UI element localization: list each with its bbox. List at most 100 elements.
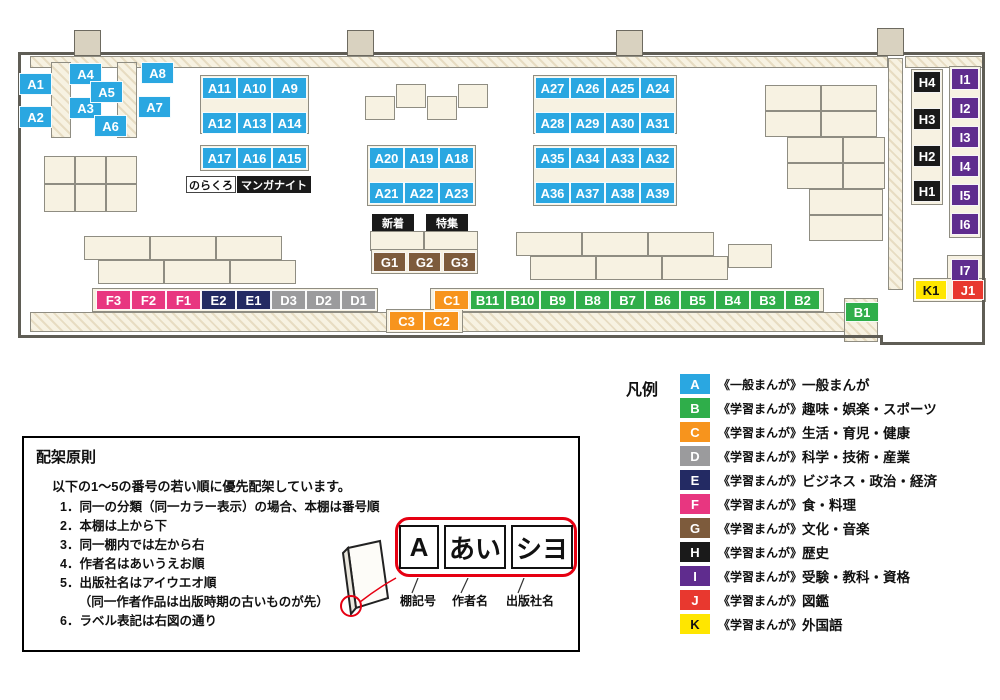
shelf-block	[596, 256, 662, 280]
shelf-label-c3: C3	[389, 311, 424, 331]
shelf-label-a4: A4	[69, 63, 102, 85]
shelf-block	[44, 156, 75, 184]
shelf-block	[787, 163, 843, 189]
principles-title: 配架原則	[36, 449, 97, 466]
shelf-block	[164, 260, 230, 284]
legend-category: 一般まんが	[802, 378, 870, 393]
wall-segment	[18, 52, 985, 55]
shelf-label-a5: A5	[90, 81, 123, 103]
shelf-label-d3: D3	[271, 290, 306, 310]
shelf-block	[787, 137, 843, 163]
shelf-block	[516, 232, 582, 256]
shelf-label-b10: B10	[505, 290, 540, 310]
legend-series: 《学習まんが》	[718, 401, 803, 416]
label-example-box: シヨ	[511, 525, 573, 569]
shelf-label-a15: A15	[272, 147, 307, 169]
legend-row: K《学習まんが》外国語	[680, 614, 937, 634]
shelf-block	[216, 236, 282, 260]
legend-row: C《学習まんが》生活・育児・健康	[680, 422, 937, 442]
shelf-block	[765, 111, 821, 137]
shelf-label-i3: I3	[951, 126, 979, 148]
wall-segment	[982, 52, 985, 345]
label-example-box: あい	[444, 525, 506, 569]
shelf-block	[530, 256, 596, 280]
principle-item: （同一作者作品は出版時期の古いものが先）	[60, 595, 329, 609]
shelf-label-i1: I1	[951, 68, 979, 90]
legend-letter-g: G	[680, 518, 710, 538]
shelf-label-c1: C1	[434, 290, 469, 310]
legend-series: 《学習まんが》	[718, 425, 803, 440]
shelf-label-b3: B3	[750, 290, 785, 310]
shelf-label-a24: A24	[640, 77, 675, 99]
shelf-label-a25: A25	[605, 77, 640, 99]
legend-category: 図鑑	[802, 594, 830, 609]
legend-series: 《学習まんが》	[718, 593, 803, 608]
shelf-label-h2: H2	[913, 145, 941, 167]
shelf-label-b6: B6	[645, 290, 680, 310]
shelf-block	[106, 184, 137, 212]
pillar	[74, 30, 101, 56]
wall-segment	[18, 52, 21, 338]
principle-item: 5．出版社名はアイウエオ順	[60, 576, 217, 590]
legend-category: 食・料理	[802, 498, 857, 513]
principle-item: 1．同一の分類（同一カラー表示）の場合、本棚は番号順	[60, 500, 380, 514]
shelf-block	[582, 232, 648, 256]
shelf-label-b11: B11	[470, 290, 505, 310]
shelf-block	[765, 85, 821, 111]
shelf-label-a13: A13	[237, 112, 272, 134]
shelf-block	[648, 232, 714, 256]
label-caption: 出版社名	[506, 594, 555, 608]
legend-row: I《学習まんが》受験・教科・資格	[680, 566, 937, 586]
shelf-label-a23: A23	[439, 182, 474, 204]
shelf-block	[458, 84, 488, 108]
shelf-label-a6: A6	[94, 115, 127, 137]
shelf-label-a1: A1	[19, 73, 52, 95]
legend-series: 《学習まんが》	[718, 545, 803, 560]
shelf-block	[662, 256, 728, 280]
legend-category: 科学・技術・産業	[802, 450, 911, 465]
shelf-label-f1: F1	[166, 290, 201, 310]
legend-row: A《一般まんが》一般まんが	[680, 374, 937, 394]
shelf-label-b4: B4	[715, 290, 750, 310]
label-example-box: A	[399, 525, 439, 569]
shelf-label-a20: A20	[369, 147, 404, 169]
shelf-label-a22: A22	[404, 182, 439, 204]
shelf-block	[427, 96, 457, 120]
shelf-label-i5: I5	[951, 184, 979, 206]
shelf-block	[396, 84, 426, 108]
legend-letter-f: F	[680, 494, 710, 514]
shelf-block	[230, 260, 296, 284]
legend-letter-k: K	[680, 614, 710, 634]
shelf-block	[809, 189, 883, 215]
shelf-block	[84, 236, 150, 260]
shelf-label-f2: F2	[131, 290, 166, 310]
legend-letter-a: A	[680, 374, 710, 394]
shelf-block	[728, 244, 772, 268]
map-text-label: 新着	[372, 214, 414, 231]
shelf-label-a11: A11	[202, 77, 237, 99]
shelf-label-a29: A29	[570, 112, 605, 134]
legend-letter-d: D	[680, 446, 710, 466]
legend-row: F《学習まんが》食・料理	[680, 494, 937, 514]
legend-series: 《学習まんが》	[718, 473, 803, 488]
map-text-label: のらくろ	[186, 176, 236, 193]
shelf-label-a7: A7	[138, 96, 171, 118]
legend-letter-c: C	[680, 422, 710, 442]
map-text-label: マンガナイト	[237, 176, 311, 193]
shelf-label-k1: K1	[915, 280, 947, 300]
wall-segment	[18, 335, 882, 338]
shelf-block	[75, 156, 106, 184]
legend-row: G《学習まんが》文化・音楽	[680, 518, 937, 538]
legend-series: 《学習まんが》	[718, 449, 803, 464]
legend-letter-i: I	[680, 566, 710, 586]
pillar	[877, 28, 904, 56]
shelf-label-c2: C2	[424, 311, 459, 331]
shelf-label-j1: J1	[952, 280, 984, 300]
shelf-block	[888, 58, 903, 290]
legend-category: ビジネス・政治・経済	[802, 474, 938, 489]
shelf-label-a10: A10	[237, 77, 272, 99]
shelf-block	[365, 96, 395, 120]
